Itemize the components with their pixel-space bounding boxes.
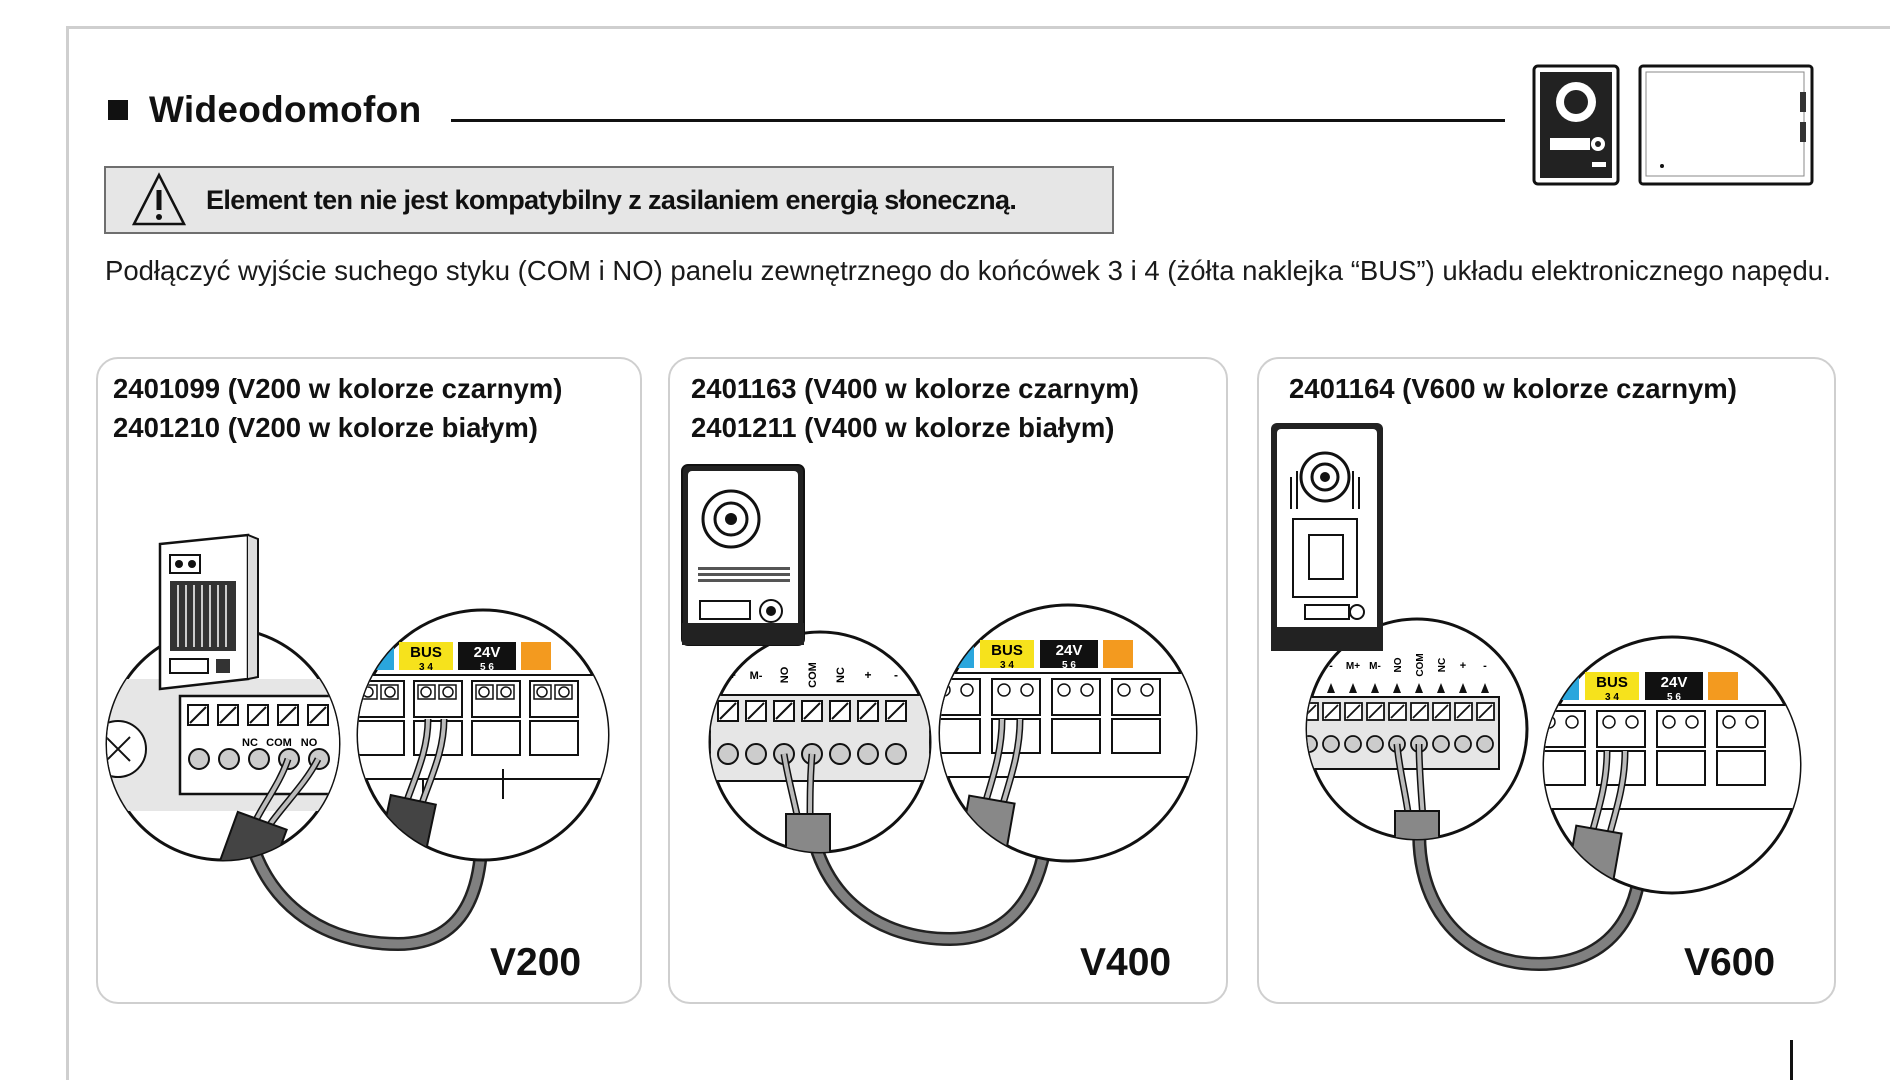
warning-text: Element ten nie jest kompatybilny z zasi… bbox=[206, 184, 1017, 215]
section-heading: Wideodomofon bbox=[108, 88, 421, 132]
terminal-label: - bbox=[1329, 660, 1333, 672]
monitor-icon bbox=[1638, 64, 1814, 186]
panel-v600: 2401164 (V600 w kolorze czarnym) + - M+ … bbox=[1257, 357, 1836, 1004]
terminal-label: COM bbox=[1415, 653, 1426, 676]
terminal-block-magnifier: M+ M- NO COM NC + - bbox=[708, 630, 932, 854]
section-title: Wideodomofon bbox=[149, 89, 422, 130]
panel-v400-title: 2401163 (V400 w kolorze czarnym) 2401211… bbox=[691, 369, 1139, 447]
bus-pins: 3 4 bbox=[419, 662, 433, 673]
terminal-label: NC bbox=[835, 667, 847, 683]
panel-v200-diagram: NC COM NO bbox=[105, 533, 610, 952]
terminal-label: NO bbox=[1393, 657, 1404, 672]
terminal-block-magnifier: + - M+ M- NO COM NC + - bbox=[1305, 617, 1529, 841]
terminal-label: + bbox=[1460, 660, 1466, 672]
model-label: V200 bbox=[490, 941, 582, 984]
terminal-label: + bbox=[864, 668, 871, 682]
terminal-label: M+ bbox=[1346, 661, 1360, 672]
terminal-label: NC bbox=[242, 737, 258, 749]
instruction-text: Podłączyć wyjście suchego styku (COM i N… bbox=[105, 255, 1831, 286]
panel-v200-line2: 2401210 (V200 w kolorze białym) bbox=[113, 412, 538, 443]
control-board-magnifier: ANT 1 2 BUS 3 4 24V 5 6 bbox=[1542, 635, 1802, 895]
warning-box: Element ten nie jest kompatybilny z zasi… bbox=[104, 166, 1114, 234]
bus-pins: 3 4 bbox=[1605, 692, 1619, 703]
terminal-label: - bbox=[894, 668, 898, 682]
v24-pins: 5 6 bbox=[1062, 660, 1076, 671]
v24-pins: 5 6 bbox=[1667, 692, 1681, 703]
panel-v600-diagram: + - M+ M- NO COM NC + - bbox=[1271, 423, 1802, 972]
terminal-label: NO bbox=[301, 737, 318, 749]
door-panel-icon bbox=[1271, 423, 1383, 651]
bus-label: BUS bbox=[991, 642, 1023, 659]
v24-label: 24V bbox=[474, 644, 501, 661]
terminal-block-magnifier: NC COM NO bbox=[105, 626, 341, 862]
warning-triangle-icon bbox=[132, 172, 186, 226]
door-panel-icon bbox=[1532, 64, 1620, 186]
terminal-label: M- bbox=[750, 670, 763, 682]
ant-pins: 1 2 bbox=[944, 662, 958, 673]
door-panel-icon bbox=[681, 464, 805, 646]
door-panel-icon bbox=[158, 533, 259, 691]
terminal-label: COM bbox=[266, 737, 292, 749]
bus-label: BUS bbox=[1596, 674, 1628, 691]
page-frame bbox=[66, 26, 1890, 1080]
ant-label: ANT bbox=[936, 644, 967, 661]
title-rule bbox=[451, 119, 1505, 122]
terminal-label: NO bbox=[779, 666, 791, 683]
panel-v400-diagram: M+ M- NO COM NC + - bbox=[681, 464, 1198, 947]
terminal-label: COM bbox=[807, 662, 819, 688]
panel-v400: 2401163 (V400 w kolorze czarnym) 2401211… bbox=[668, 357, 1228, 1004]
model-label: V400 bbox=[1080, 941, 1172, 984]
panel-v200-title: 2401099 (V200 w kolorze czarnym) 2401210… bbox=[113, 369, 562, 447]
page-edge-mark bbox=[1790, 1040, 1793, 1080]
terminal-label: NC bbox=[1437, 658, 1448, 672]
panel-v200: 2401099 (V200 w kolorze czarnym) 2401210… bbox=[96, 357, 642, 1004]
bullet-square-icon bbox=[108, 100, 128, 120]
v24-label: 24V bbox=[1661, 674, 1688, 691]
devices-illustration bbox=[1532, 64, 1814, 186]
v24-pins: 5 6 bbox=[480, 662, 494, 673]
panel-v400-line2: 2401211 (V400 w kolorze białym) bbox=[691, 412, 1115, 443]
panel-v600-title: 2401164 (V600 w kolorze czarnym) bbox=[1289, 369, 1737, 408]
control-board-magnifier: ANT 1 2 BUS 3 4 24V 5 6 bbox=[355, 608, 610, 862]
bus-label: BUS bbox=[410, 644, 442, 661]
panel-v200-line1: 2401099 (V200 w kolorze czarnym) bbox=[113, 373, 563, 404]
terminal-label: M- bbox=[1369, 661, 1381, 672]
v24-label: 24V bbox=[1056, 642, 1083, 659]
panel-v600-line1: 2401164 (V600 w kolorze czarnym) bbox=[1289, 373, 1737, 404]
terminal-label: + bbox=[1306, 660, 1312, 672]
panel-v400-line1: 2401163 (V400 w kolorze czarnym) bbox=[691, 373, 1139, 404]
model-label: V600 bbox=[1684, 941, 1776, 984]
ant-label: ANT bbox=[355, 646, 386, 663]
bus-pins: 3 4 bbox=[1000, 660, 1014, 671]
control-board-magnifier: ANT 1 2 BUS 3 4 24V 5 6 bbox=[936, 603, 1198, 863]
terminal-label: - bbox=[1483, 660, 1487, 672]
